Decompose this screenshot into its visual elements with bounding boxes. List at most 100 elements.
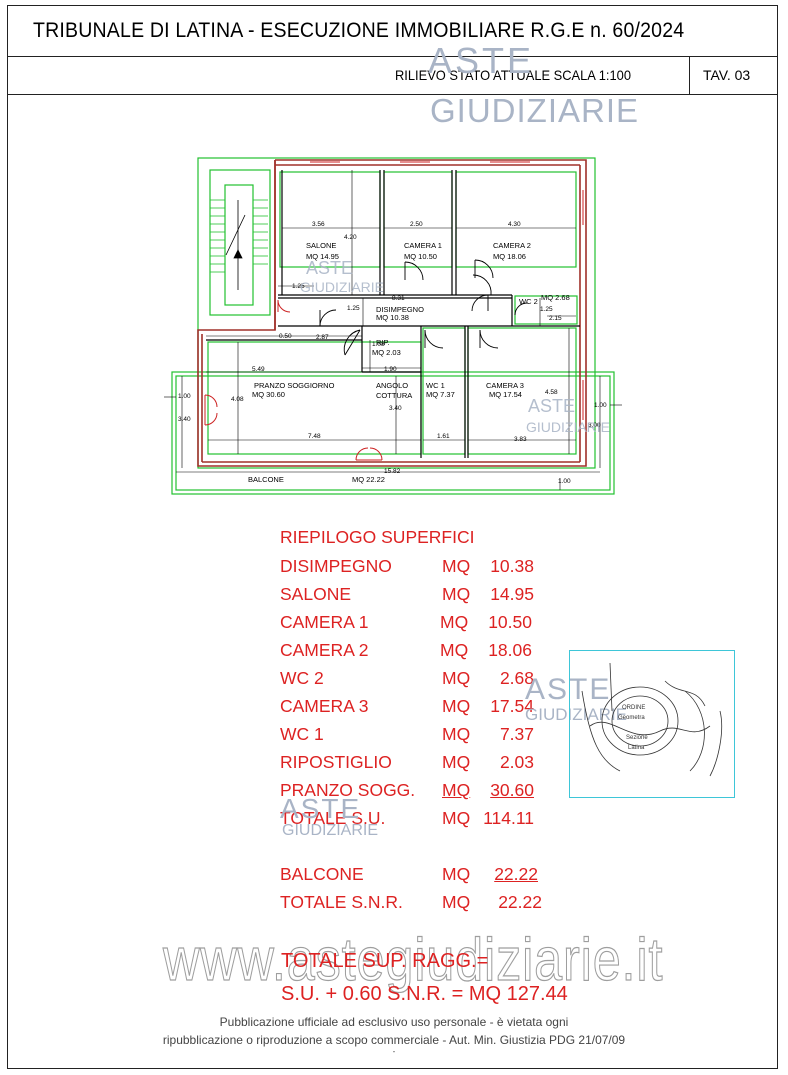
summary-unit: MQ xyxy=(442,892,471,912)
summary-label: BALCONE xyxy=(280,864,364,884)
room-name-wc2: WC 2 xyxy=(519,297,538,306)
watermark-giudiziarie-top: GIUDIZIARIE xyxy=(430,92,640,129)
dim-label: 2.87 xyxy=(316,334,329,341)
summary-label: SALONE xyxy=(280,584,351,604)
dim-label: 1.25 xyxy=(292,283,305,290)
watermark-giudiziarie-summary2: GIUDIZIARIE xyxy=(282,822,379,839)
dim-label: 3.83 xyxy=(514,436,527,443)
room-name-cottura: COTTURA xyxy=(376,391,412,400)
summary-unit: MQ xyxy=(440,612,469,632)
summary-value: 2.68 xyxy=(499,668,534,688)
room-name-rip: RIP. xyxy=(376,338,390,347)
dim-label: 3.00 xyxy=(588,422,601,429)
summary-value: 22.22 xyxy=(498,892,542,912)
subtitle-divider xyxy=(689,57,690,95)
summary-label: DISIMPEGNO xyxy=(280,556,392,576)
stamp-text: Latina xyxy=(628,745,645,751)
watermark-giudiziarie-summary: GIUDIZIARIE xyxy=(525,705,628,724)
room-area-camera2: MQ 18.06 xyxy=(493,252,526,261)
total-sup-ragg-formula: S.U. + 0.60 S.N.R. = MQ 127.44 xyxy=(281,983,568,1005)
summary-value: 114.11 xyxy=(483,808,534,828)
dim-label: 5.49 xyxy=(252,366,265,373)
watermark-giudiziarie-plan: GIUDIZIARIE xyxy=(300,279,384,295)
watermark-giudiziarie-plan2: GIUDIZIARIE xyxy=(526,419,610,435)
watermark-aste-summary: ASTE xyxy=(525,673,612,706)
summary-value: 10.38 xyxy=(490,556,534,576)
summary-value: 14.95 xyxy=(490,584,534,604)
summary-unit: MQ xyxy=(442,780,471,800)
dim-label: 0.50 xyxy=(279,333,292,340)
dim-label: 4.58 xyxy=(545,389,558,396)
room-name-wc1: WC 1 xyxy=(426,381,445,390)
subtitle-block: RILIEVO STATO ATTUALE SCALA 1:100 TAV. 0… xyxy=(7,57,778,95)
document-title: TRIBUNALE DI LATINA - ESECUZIONE IMMOBIL… xyxy=(33,19,685,42)
dim-label: 1.25 xyxy=(347,305,360,312)
watermark-aste-summary2: ASTE xyxy=(280,793,362,824)
summary-value: 2.03 xyxy=(499,752,534,772)
stamp-box: ORDINE Geometra Sezione Latina xyxy=(569,650,735,798)
room-area-camera3: MQ 17.54 xyxy=(489,390,522,399)
drawing-subtitle: RILIEVO STATO ATTUALE SCALA 1:100 xyxy=(395,67,631,83)
summary-label: RIPOSTIGLIO xyxy=(280,752,392,772)
stamp-text: Sezione xyxy=(626,735,648,741)
dimension-lines xyxy=(164,170,622,490)
dim-label: 1.00 xyxy=(558,478,571,485)
dim-label: 15.82 xyxy=(384,468,401,475)
room-name-camera1: CAMERA 1 xyxy=(404,241,442,250)
dim-label: 7.48 xyxy=(308,433,321,440)
dim-label: 1.25 xyxy=(540,306,553,313)
summary-unit: MQ xyxy=(442,752,471,772)
room-area-disimpegno: MQ 10.38 xyxy=(376,313,409,322)
total-sup-ragg-label: TOTALE SUP. RAGG.= xyxy=(281,950,489,972)
summary-unit: MQ xyxy=(440,640,469,660)
room-area-rip: MQ 2.03 xyxy=(372,348,401,357)
dim-label: 4.20 xyxy=(344,234,357,241)
summary-label: CAMERA 2 xyxy=(280,640,369,660)
summary-value: 30.60 xyxy=(490,780,534,800)
summary-label: CAMERA 3 xyxy=(280,696,369,716)
stamp-seal-icon: ORDINE Geometra Sezione Latina xyxy=(581,662,723,777)
door-icons xyxy=(319,259,528,356)
summary-value: 22.22 xyxy=(494,864,538,884)
summary-value: 18.06 xyxy=(488,640,532,660)
dim-label: 1.00 xyxy=(594,402,607,409)
dim-label: 1.00 xyxy=(178,393,191,400)
walls xyxy=(197,159,587,467)
watermark-aste-plan2: ASTE xyxy=(528,396,575,416)
room-name-pranzo: PRANZO SOGGIORNO xyxy=(254,381,335,390)
room-area-wc1: MQ 7.37 xyxy=(426,390,455,399)
watermark-site: www.astegiudiziarie.it xyxy=(162,925,664,993)
footer-line-1: Pubblicazione ufficiale ad esclusivo uso… xyxy=(219,1015,569,1029)
room-name-camera2: CAMERA 2 xyxy=(493,241,531,250)
watermark-aste-plan: ASTE xyxy=(306,258,353,278)
dim-label: 2.50 xyxy=(410,221,423,228)
window-door-icons xyxy=(204,161,584,461)
summary-heading: RIEPILOGO SUPERFICI xyxy=(280,527,475,547)
summary-label: PRANZO SOGG. xyxy=(280,780,416,800)
summary-label: TOTALE S.N.R. xyxy=(280,892,403,912)
dim-label: 1.90 xyxy=(384,366,397,373)
dim-label: 1.08 xyxy=(372,341,385,348)
room-area-salone: MQ 14.95 xyxy=(306,252,339,261)
room-name-balcone: BALCONE xyxy=(248,475,284,484)
dim-label: 1.61 xyxy=(437,433,450,440)
staircase-icon xyxy=(210,199,268,273)
room-name-angolo: ANGOLO xyxy=(376,381,408,390)
room-area-wc2: MQ 2.68 xyxy=(541,293,570,302)
summary-unit: MQ xyxy=(442,668,471,688)
summary-unit: MQ xyxy=(442,724,471,744)
dim-label: 3.40 xyxy=(178,416,191,423)
title-block: TRIBUNALE DI LATINA - ESECUZIONE IMMOBIL… xyxy=(7,5,778,57)
summary-unit: MQ xyxy=(442,556,471,576)
summary-unit: MQ xyxy=(442,864,471,884)
summary-value: 17.54 xyxy=(490,696,534,716)
summary-unit: MQ xyxy=(442,696,471,716)
summary-label: CAMERA 1 xyxy=(280,612,369,632)
watermark-aste-top: ASTE xyxy=(428,40,535,81)
room-name-disimpegno: DISIMPEGNO xyxy=(376,305,424,314)
room-name-camera3: CAMERA 3 xyxy=(486,381,524,390)
dim-label: 4.08 xyxy=(231,396,244,403)
stamp-text: Geometra xyxy=(618,715,645,721)
stamp-text: ORDINE xyxy=(622,705,645,711)
